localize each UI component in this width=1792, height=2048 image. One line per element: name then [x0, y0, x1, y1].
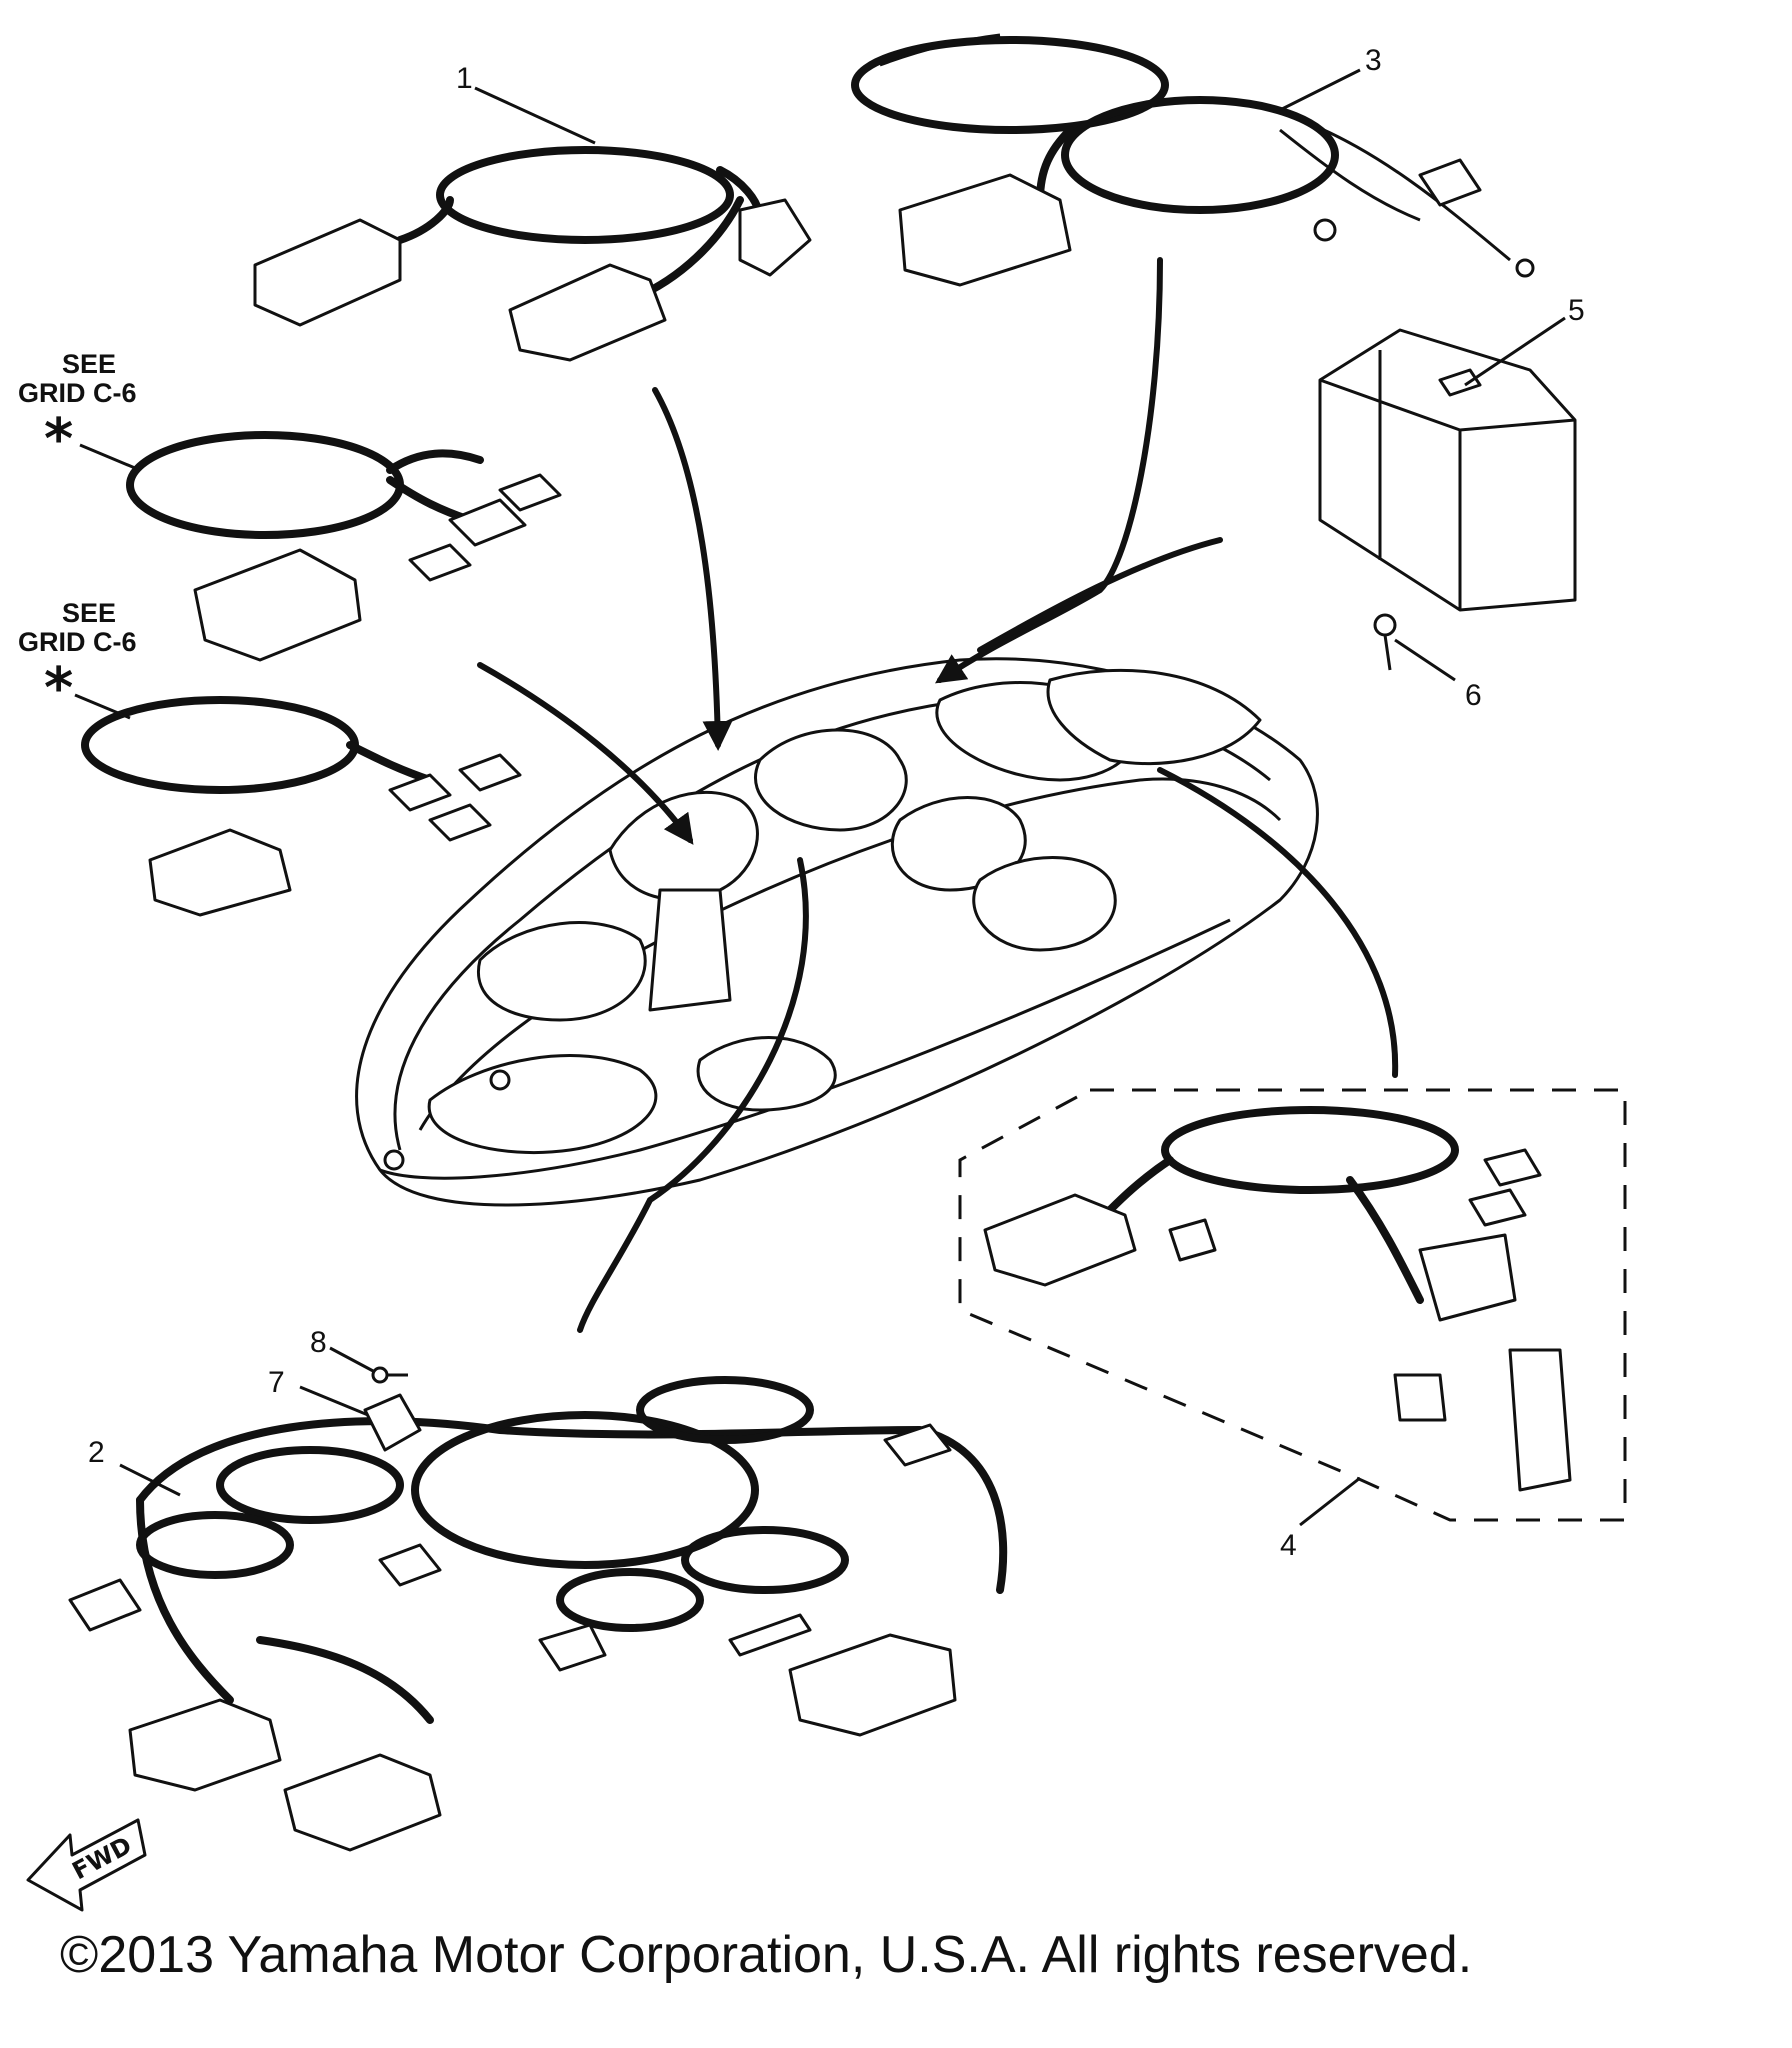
see-grid-harness-a [126, 431, 562, 662]
part-4-kit [958, 1088, 1627, 1522]
part-2-main-harness [68, 1376, 1008, 1852]
see-grid-harness-b [81, 696, 522, 917]
see-grid-note-1: SEE GRID C-6 * [18, 349, 137, 472]
svg-text:SEE: SEE [62, 349, 116, 379]
callout-6: 6 [1465, 679, 1482, 712]
forward-arrow-icon: FWD [26, 1818, 147, 1912]
part-5-battery [1318, 328, 1577, 612]
part-6-screw [1373, 613, 1397, 671]
svg-text:GRID C-6: GRID C-6 [18, 378, 137, 408]
part-8-screw [371, 1366, 408, 1384]
part-3-wire-harness [851, 33, 1535, 287]
callout-7: 7 [268, 1366, 285, 1399]
copyright-notice: ©2013 Yamaha Motor Corporation, U.S.A. A… [60, 1926, 1473, 1984]
see-grid-note-2: SEE GRID C-6 * [18, 598, 137, 721]
callout-8: 8 [310, 1326, 327, 1359]
svg-text:GRID C-6: GRID C-6 [18, 627, 137, 657]
assembly-arrows [477, 257, 1399, 1333]
leader-lines [74, 68, 1566, 1527]
part-1-wire-harness [253, 146, 812, 362]
callout-5: 5 [1568, 294, 1585, 327]
svg-text:*: * [44, 407, 73, 472]
svg-text:*: * [44, 656, 73, 721]
callout-1: 1 [456, 62, 473, 95]
callout-4: 4 [1280, 1529, 1297, 1562]
callout-2: 2 [88, 1436, 105, 1469]
callout-3: 3 [1365, 44, 1382, 77]
boat-hull [355, 657, 1319, 1207]
svg-text:SEE: SEE [62, 598, 116, 628]
part-7-clamp [363, 1393, 422, 1452]
